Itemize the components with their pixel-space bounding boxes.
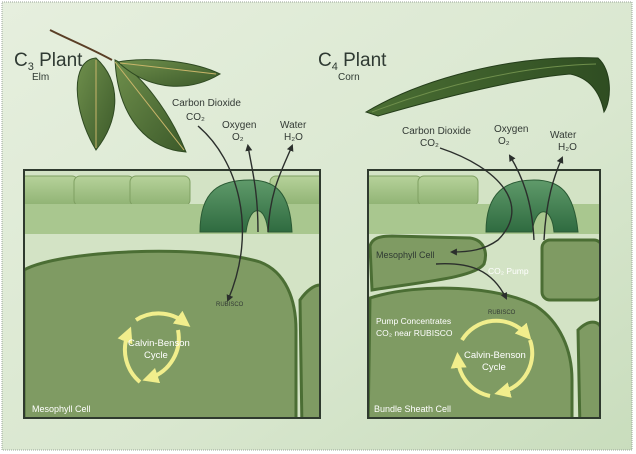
c4-cycle-label-line2: Cycle	[482, 362, 506, 373]
c4-water-formula: H₂O	[558, 142, 577, 153]
c3-cycle-label-line2: Cycle	[144, 350, 168, 361]
c3-co2-label: Carbon Dioxide	[172, 98, 241, 109]
c3-o2-formula: O₂	[232, 132, 244, 143]
c4-bundle-sheath-cell-body	[368, 286, 574, 418]
c4-co2-pump-label: CO₂ Pump	[488, 266, 529, 276]
c3-rubisco-label: RUBISCO	[216, 302, 244, 308]
c3-calvin-cycle: Calvin-Benson Cycle	[117, 310, 191, 384]
elm-leaves-illustration	[49, 29, 222, 153]
c4-plant-name: Corn	[338, 72, 360, 83]
corn-leaf-illustration	[364, 57, 610, 117]
c3-panel: C3 Plant Elm Carbon Dioxide CO₂ Oxygen O…	[14, 29, 321, 419]
c3-title: C3 Plant	[14, 50, 83, 73]
c4-water-label: Water	[550, 130, 577, 141]
c3-o2-label: Oxygen	[222, 120, 256, 131]
c3-cycle-label-line1: Calvin-Benson	[128, 338, 190, 349]
c4-co2-label: Carbon Dioxide	[402, 126, 471, 137]
c4-co2-formula: CO₂	[420, 138, 439, 149]
c3-water-formula: H₂O	[284, 132, 303, 143]
c3-water-label: Water	[280, 120, 307, 131]
c4-calvin-cycle: Calvin-Benson Cycle	[450, 318, 535, 398]
c4-pump-concentrates-line1: Pump Concentrates	[376, 316, 451, 326]
c3-co2-formula: CO₂	[186, 112, 205, 123]
c4-o2-label: Oxygen	[494, 124, 528, 135]
c4-pump-concentrates-line2: CO₂ near RUBISCO	[376, 328, 453, 338]
c4-title: C4 Plant	[318, 50, 387, 73]
c4-panel: C4 Plant Corn Carbon Dioxide CO₂ Oxygen …	[318, 50, 610, 419]
c4-rubisco-label: RUBISCO	[488, 310, 516, 316]
c3-plant-name: Elm	[32, 72, 49, 83]
c4-bundle-sheath-cell-label: Bundle Sheath Cell	[374, 404, 451, 414]
c4-stoma	[485, 179, 579, 233]
c4-cycle-label-line1: Calvin-Benson	[464, 350, 526, 361]
c4-o2-formula: O₂	[498, 136, 510, 147]
c3-mesophyll-cell-body	[24, 249, 298, 418]
c3-mesophyll-cell-label: Mesophyll Cell	[32, 404, 91, 414]
c4-mesophyll-cell-label: Mesophyll Cell	[376, 250, 435, 260]
